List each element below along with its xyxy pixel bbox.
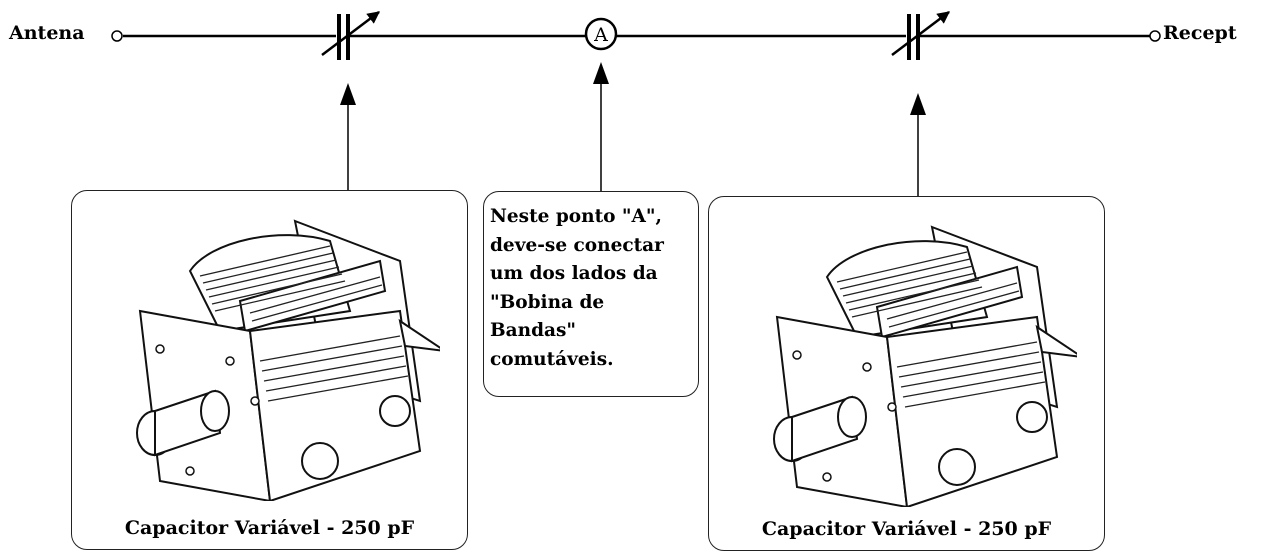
arrow-center [593,62,609,191]
node-a-label: A [593,24,608,46]
receptor-label: Recept [1163,22,1237,44]
variable-capacitor-drawing [136,219,440,501]
capacitor-caption-right: Capacitor Variável - 250 pF [761,518,1052,540]
capacitor-caption-left: Capacitor Variável - 250 pF [124,517,415,539]
variable-capacitor-drawing [773,225,1077,507]
arrow-right [910,93,926,196]
capacitor-box-right: Capacitor Variável - 250 pF [708,196,1105,551]
antenna-label: Antena [9,22,85,44]
capacitor-box-left: Capacitor Variável - 250 pF [71,190,468,550]
variable-capacitor-symbol-right [891,11,950,60]
arrow-left [340,83,356,190]
node-a: A [584,17,618,51]
antenna-terminal [111,30,123,42]
receptor-terminal [1149,30,1161,42]
variable-capacitor-symbol-left [321,11,380,60]
note-box: Neste ponto "A", deve-se conectar um dos… [483,191,699,397]
